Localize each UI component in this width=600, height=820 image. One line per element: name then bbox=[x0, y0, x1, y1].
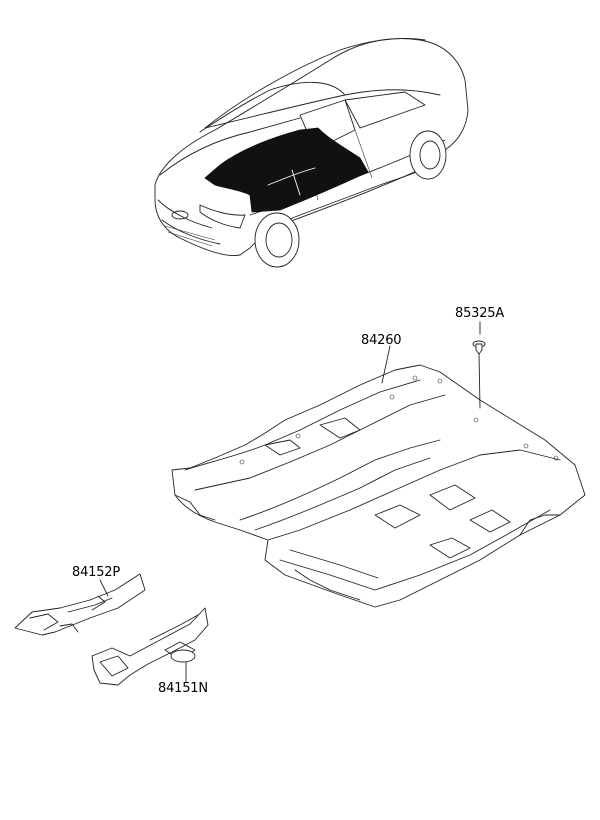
part-label-85325a: 85325A bbox=[455, 306, 505, 321]
insulator-pad-icon bbox=[14, 573, 146, 636]
car-icon bbox=[154, 38, 469, 268]
floor-covering-icon bbox=[171, 364, 586, 608]
part-label-84152p: 84152P bbox=[72, 565, 120, 580]
part-label-84260: 84260 bbox=[361, 333, 402, 348]
leader-85325A bbox=[478, 351, 481, 409]
clip-icon bbox=[472, 340, 486, 355]
part-label-84151n: 84151N bbox=[158, 681, 208, 696]
leader-84260 bbox=[381, 345, 391, 384]
insulator-pad-icon bbox=[91, 607, 209, 686]
